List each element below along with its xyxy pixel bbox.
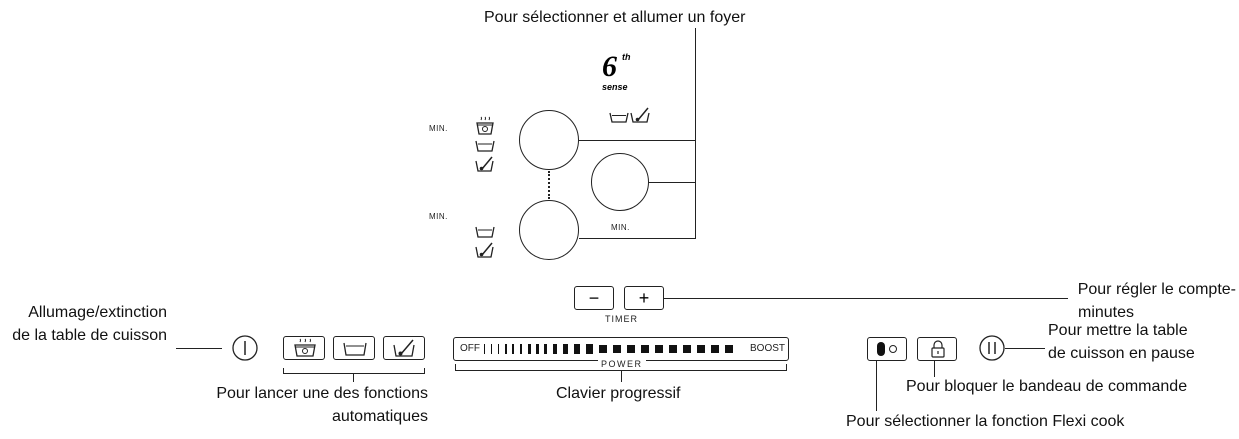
leader-zone-top-left [579,140,695,141]
leader-auto [353,374,354,382]
timer-plus-button[interactable]: + [624,286,664,310]
slider-level-mark [586,344,593,354]
leader-slider [621,371,622,382]
leader-power [176,348,222,349]
leader-zone-bottom-left [579,238,695,239]
slider-level-mark [574,344,580,354]
slider-level-mark [498,344,499,354]
pot-icon [609,112,629,123]
callout-flexi: Pour sélectionner la fonction Flexi cook [846,413,1125,430]
slider-off-label: OFF [460,343,480,354]
slider-level-mark [553,344,557,354]
auto-keep-warm-button[interactable] [383,336,425,360]
callout-power-line1: Allumage/extinction [28,304,167,321]
callout-power: Allumage/extinction de la table de cuiss… [0,301,167,347]
flexi-cook-dot-icon [889,345,897,353]
callout-auto-line1: Pour lancer une des fonctions [216,385,428,402]
pot-icon [343,342,367,356]
slider-level-mark [512,344,514,354]
slider-level-mark [697,345,705,353]
slider-level-mark [544,344,547,354]
leader-zone-right [649,182,695,183]
flexi-link-dots [548,171,550,199]
cooking-zone-bottom-left[interactable] [519,200,579,260]
pan-ladle-icon [393,339,415,357]
cooking-zone-right[interactable] [591,153,649,211]
sixth-sense-number: 6 [602,50,617,83]
power-slider[interactable]: OFF BOOST [453,337,789,361]
pause-button[interactable] [979,335,1005,361]
pan-ladle-icon [630,107,650,123]
slider-level-mark [683,345,691,353]
slider-level-mark [627,345,635,353]
slider-level-mark [599,345,607,353]
callout-timer: Pour régler le compte- minutes [1000,278,1236,324]
callout-timer-line1: Pour régler le compte- [1077,281,1236,298]
bracket-auto [283,368,425,374]
callout-pause-line2: de cuisson en pause [1048,345,1195,362]
min-label-left-top: MIN. [429,124,448,133]
sixth-sense-suffix: th [622,52,631,62]
callout-lock: Pour bloquer le bandeau de commande [906,378,1188,395]
callout-auto-line2: automatiques [331,408,428,425]
slider-level-mark [655,345,663,353]
sixth-sense-word: sense [602,82,628,92]
slider-power-label: POWER [598,359,646,369]
min-label-left-bottom: MIN. [429,212,448,221]
slider-level-mark [528,344,531,354]
power-button[interactable] [232,335,258,361]
slider-level-mark [484,344,485,354]
slider-level-mark [613,345,621,353]
callout-pause-line1: Pour mettre la table [1048,322,1188,339]
slider-level-mark [505,344,507,354]
cooking-zone-top-left[interactable] [519,110,579,170]
bracket-slider [455,364,787,371]
leader-lock [934,361,935,377]
pot-icon [475,226,495,238]
pan-ladle-icon [475,156,494,172]
steam-pot-icon [476,116,494,135]
sixth-sense-logo: 6 th sense [600,52,640,102]
slider-level-mark [641,345,649,353]
leader-pause [1005,348,1045,349]
leader-select-zone-vertical [695,28,696,239]
auto-boil-button[interactable] [283,336,325,360]
callout-pause: Pour mettre la table de cuisson en pause [1048,319,1195,365]
lock-button[interactable] [917,337,957,361]
flexi-cook-icon [877,342,885,356]
min-label-right: MIN. [611,223,630,232]
pot-icon [475,140,495,152]
slider-level-mark [491,344,492,354]
callout-auto: Pour lancer une des fonctions automatiqu… [160,382,428,428]
callout-slider: Clavier progressif [556,385,681,402]
slider-level-mark [520,344,522,354]
slider-level-mark [711,345,719,353]
slider-level-mark [669,345,677,353]
pan-ladle-icon [475,242,494,258]
slider-boost-label: BOOST [750,343,786,354]
callout-select-zone: Pour sélectionner et allumer un foyer [484,9,746,26]
slider-level-mark [725,345,733,353]
auto-simmer-button[interactable] [333,336,375,360]
timer-minus-button[interactable]: − [574,286,614,310]
slider-level-mark [563,344,568,354]
flexi-cook-button[interactable] [867,337,907,361]
leader-flexi [876,361,877,411]
callout-timer-line2: minutes [1078,304,1135,321]
slider-level-mark [536,344,539,354]
steam-pot-icon [294,338,316,357]
timer-label: TIMER [605,314,638,324]
leader-timer [664,298,1068,299]
lock-icon [931,340,945,358]
callout-power-line2: de la table de cuisson [12,327,167,344]
